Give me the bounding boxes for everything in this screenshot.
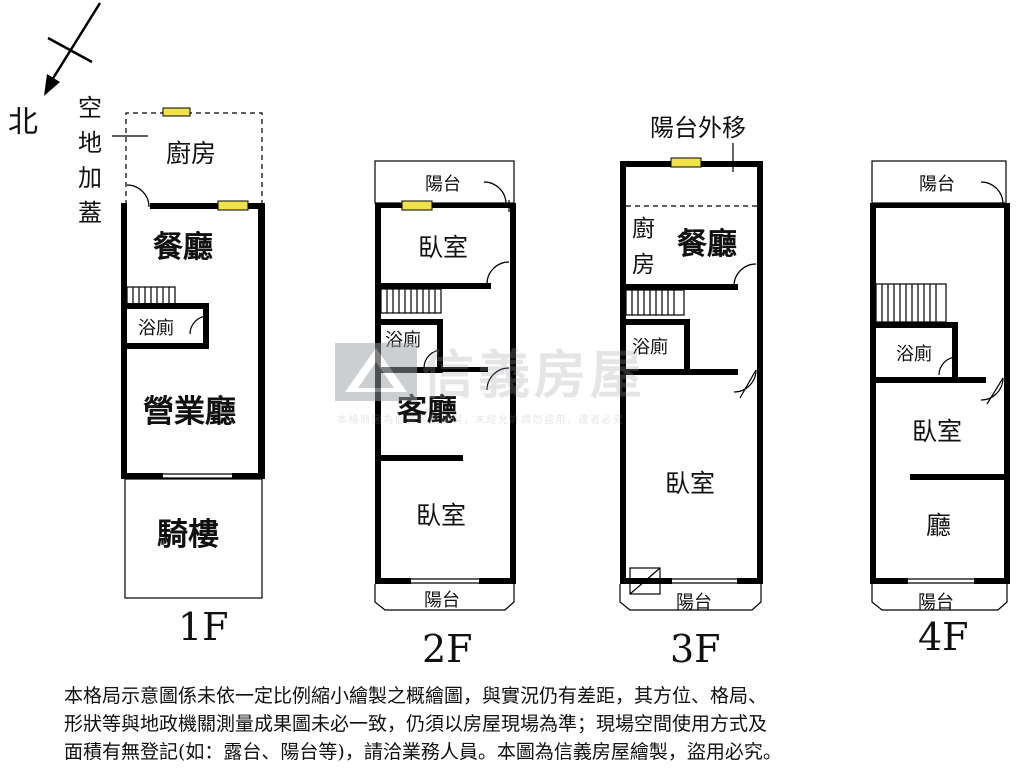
room-balcony-bottom: 陽台 xyxy=(918,592,954,613)
watermark-notice: 本格局圖為信義房屋繪製，未經允許請勿盜用，違者必究 xyxy=(337,413,625,426)
room-balcony-top: 陽台 xyxy=(919,174,955,195)
room-bathroom: 浴廁 xyxy=(138,317,174,339)
floor-4f: 陽台 浴廁 臥室 廳 陽台 xyxy=(870,160,1010,659)
north-label: 北 xyxy=(8,105,38,140)
room-kitchen-chu: 廚 xyxy=(632,216,655,242)
stairs xyxy=(380,288,442,314)
disclaimer-line: 本格局示意圖係未依一定比例縮小繪製之概繪圖，與實況仍有差距，其方位、格局、 xyxy=(64,685,768,707)
room-bedroom: 臥室 xyxy=(665,469,715,498)
room-arcade: 騎樓 xyxy=(157,517,219,553)
room-label-jia: 加 xyxy=(78,164,102,192)
room-bathroom: 浴廁 xyxy=(896,343,932,365)
room-bedroom-2: 臥室 xyxy=(416,501,466,530)
room-bathroom: 浴廁 xyxy=(632,336,668,358)
watermark-logo-icon xyxy=(335,343,417,401)
room-kitchen-fang: 房 xyxy=(632,252,655,278)
floor-label-4f: 4F xyxy=(918,615,969,659)
room-bedroom-1: 臥室 xyxy=(418,233,468,262)
note-balcony-moved: 陽台外移 xyxy=(650,114,746,142)
room-label-gai: 蓋 xyxy=(78,199,102,227)
stairs xyxy=(126,286,176,306)
disclaimer-line: 形狀等與地政機關測量成果圖未必一致，仍須以房屋現場為準；現場空間使用方式及 xyxy=(64,713,768,735)
room-bedroom: 臥室 xyxy=(912,417,962,446)
window xyxy=(401,200,433,211)
room-balcony-bottom: 陽台 xyxy=(424,590,460,611)
floor-label-1f: 1F xyxy=(178,605,229,649)
room-business-hall: 營業廳 xyxy=(143,394,236,430)
room-balcony-bottom: 陽台 xyxy=(676,592,712,613)
room-kitchen: 廚房 xyxy=(166,139,216,168)
room-label-kong: 空 xyxy=(78,94,102,122)
room-hall: 廳 xyxy=(926,511,951,540)
watermark-brand: 信義房屋 xyxy=(422,346,646,406)
room-label-di: 地 xyxy=(78,129,102,157)
floor-label-2f: 2F xyxy=(422,627,473,671)
stairs xyxy=(875,283,947,323)
north-compass: 北 xyxy=(8,2,102,140)
window xyxy=(670,157,702,168)
stairs xyxy=(625,289,685,316)
disclaimer-line: 面積有無登記(如：露台、陽台等)，請洽業務人員。本圖為信義房屋繪製，盜用必究。 xyxy=(64,741,782,763)
disclaimer: 本格局示意圖係未依一定比例縮小繪製之概繪圖，與實況仍有差距，其方位、格局、 形狀… xyxy=(64,682,964,766)
room-balcony-top: 陽台 xyxy=(425,174,461,195)
window xyxy=(217,200,249,211)
room-dining: 餐廳 xyxy=(677,227,737,262)
room-dining: 餐廳 xyxy=(153,230,213,265)
floor-label-3f: 3F xyxy=(670,627,721,671)
window xyxy=(162,107,191,117)
floor-1f: 空 地 加 蓋 廚房 餐廳 浴廁 營業廳 xyxy=(78,94,265,649)
floor-plan-diagram: 北 空 地 加 蓋 廚房 餐廳 xyxy=(8,2,1010,671)
watermark: 信義房屋 本格局圖為信義房屋繪製，未經允許請勿盜用，違者必究 xyxy=(335,343,646,426)
floor-3f: 陽台外移 廚 房 餐廳 浴廁 臥室 xyxy=(619,114,763,671)
